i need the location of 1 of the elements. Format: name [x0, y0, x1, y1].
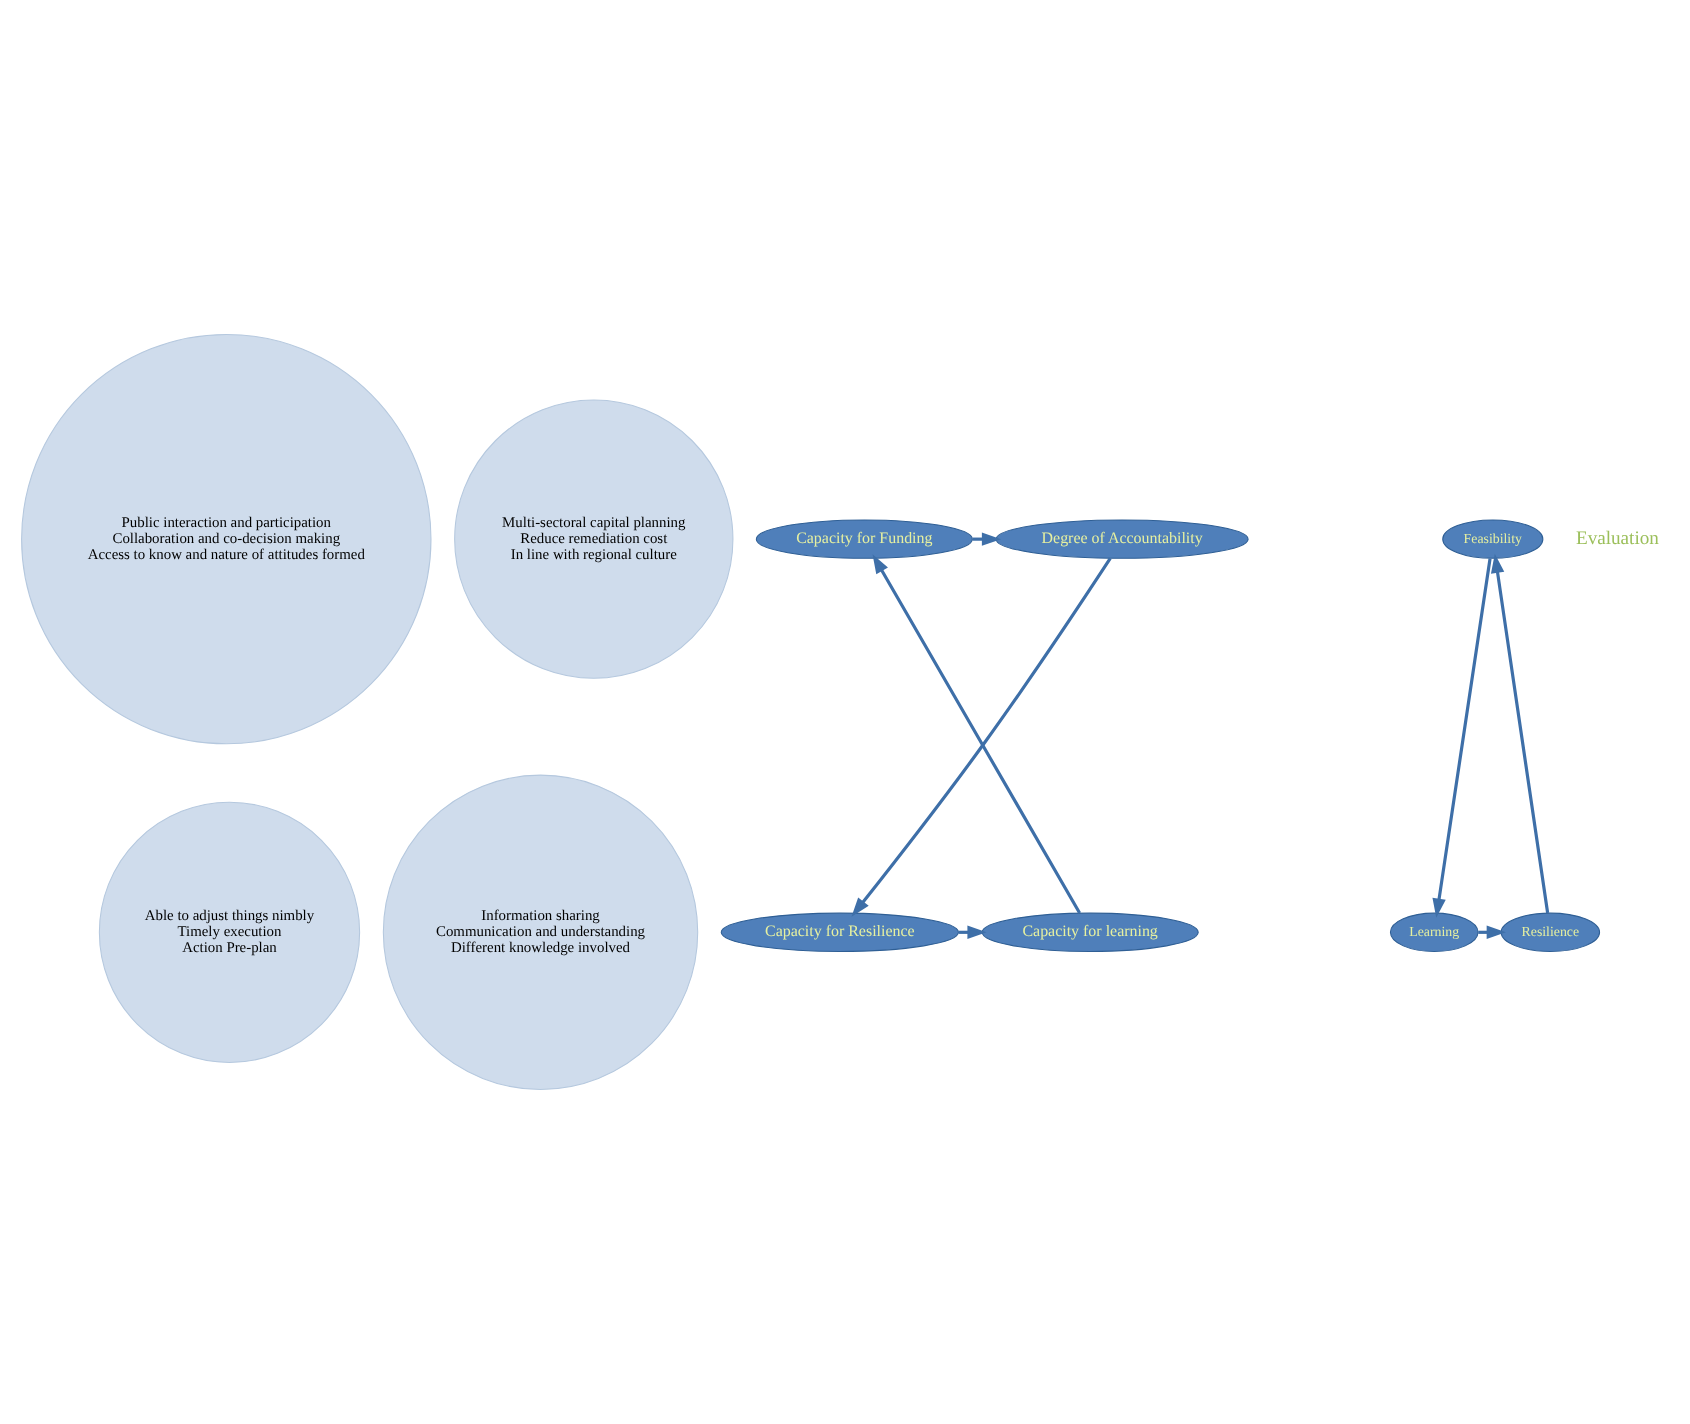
label: Evaluation: [1575, 527, 1659, 550]
